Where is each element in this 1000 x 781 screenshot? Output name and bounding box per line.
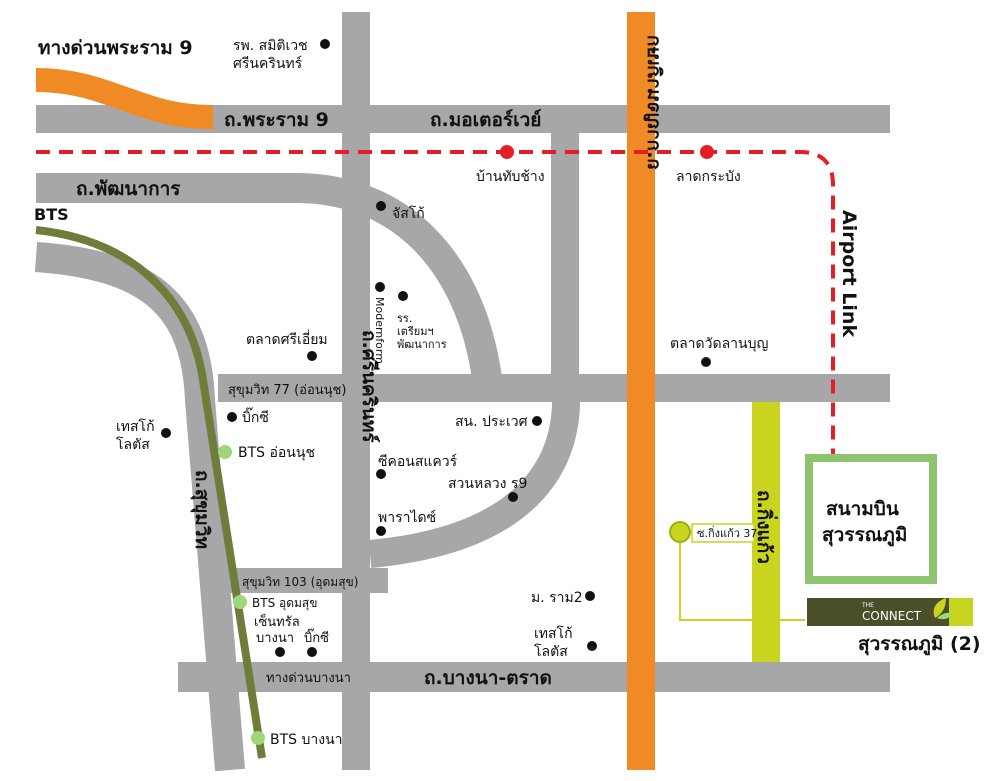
marker-suan-luang [508, 492, 518, 502]
label-samitivej-2: ศรีนครินทร์ [233, 55, 303, 72]
marker-tesco-2 [587, 641, 597, 651]
logo-text-main: CONNECT [862, 609, 922, 623]
label-school-2: เตรียมฯ [397, 325, 434, 338]
marker-seacon [376, 469, 386, 479]
road-phatthanakan-curve [299, 173, 502, 381]
marker-talat-wat-lan-bun [701, 357, 711, 367]
marker-modernform [375, 282, 385, 292]
station-ban-thap-chang [500, 145, 514, 159]
label-big-c-2: บิ๊กซี [304, 628, 329, 646]
road-kanchanaphisek [627, 12, 655, 770]
road-suan-luang-curve [368, 376, 581, 568]
marker-paradise [376, 526, 386, 536]
airport-box [805, 454, 937, 584]
marker-big-c-2 [307, 647, 317, 657]
label-school-1: รร. [397, 312, 412, 325]
label-tesco-1b: โลตัส [116, 436, 150, 453]
label-lat-krabang: ลาดกระบัง [676, 169, 741, 185]
place-markers [161, 39, 711, 657]
label-sukhumvit77: สุขุมวิท 77 (อ่อนนุช) [228, 383, 346, 398]
label-talat-wat-lan-bun: ตลาดวัดลานบุญ [670, 336, 768, 352]
label-bts-on-nut: BTS อ่อนนุช [238, 445, 315, 461]
road-king-kaeo [752, 402, 780, 662]
marker-tesco-1 [161, 428, 171, 438]
label-airport-1: สนามบิน [826, 498, 899, 520]
marker-soi-king-kaeo-37 [669, 521, 691, 543]
label-jusco: จัสโก้ [392, 205, 425, 222]
label-phatthanakan: ถ.พัฒนาการ [76, 178, 181, 200]
label-sukhumvit: ถ.สุขุมวิท [190, 470, 213, 549]
label-central-2: บางนา [256, 631, 294, 646]
label-tesco-2b: โลตัส [534, 643, 568, 660]
logo-light-block [949, 598, 973, 626]
label-soi-king-kaeo-37: ซ.กิ่งแก้ว 37 [697, 525, 757, 540]
label-sukhumvit103: สุขุมวิท 103 (อุดมสุข) [242, 575, 358, 590]
label-school-3: พัฒนาการ [397, 338, 447, 351]
marker-school [398, 291, 408, 301]
marker-big-c-1 [227, 412, 237, 422]
label-srinakarin: ถ.ศรีนครินทร์ [358, 330, 380, 443]
road-sukhumvit [34, 242, 245, 772]
label-bangna-expressway: ทางด่วนบางนา [266, 671, 351, 686]
label-rama9-road: ถ.พระราม 9 [224, 109, 329, 131]
label-king-kaeo: ถ.กิ่งแก้ว [753, 490, 778, 564]
label-bts-udom-suk: BTS อุดมสุข [252, 596, 317, 611]
road-bangna-trat [178, 662, 890, 692]
label-tesco-1: เทสโก้ [116, 418, 155, 435]
station-bts-bang-na [251, 731, 265, 745]
label-ban-thap-chang: บ้านทับช้าง [476, 169, 545, 185]
marker-jusco [376, 201, 386, 211]
label-modernform: Modernform [373, 297, 386, 364]
label-talat-sri-iam: ตลาดศรีเอี่ยม [246, 330, 328, 348]
label-kanchanaphisek: ถ.กาญจนาภิเษก [643, 35, 665, 170]
marker-samitivej [320, 39, 330, 49]
label-suan-luang: สวนหลวง ร9 [448, 476, 527, 492]
label-paradise: พาราไดซ์ [378, 509, 436, 526]
label-motorway: ถ.มอเตอร์เวย์ [430, 109, 541, 131]
rama9-expressway [35, 68, 214, 130]
marker-police [532, 416, 542, 426]
label-bts: BTS [34, 205, 69, 224]
label-airport-link: Airport Link [838, 210, 860, 337]
leaf-icon-2 [937, 612, 953, 620]
road-motorway-connector [551, 133, 579, 378]
station-lat-krabang [700, 145, 714, 159]
label-bts-bang-na: BTS บางนา [270, 732, 343, 748]
the-connect-logo: THE CONNECT [807, 598, 973, 626]
leaf-icon [933, 598, 946, 618]
label-samitivej: รพ. สมิติเวช [233, 38, 308, 54]
label-rama9-expressway: ทางด่วนพระราม 9 [38, 37, 193, 59]
logo-text-small: THE [861, 602, 874, 609]
soi-king-kaeo-37-route [679, 532, 805, 621]
marker-ram2 [585, 591, 595, 601]
label-seacon: ซีคอนสแควร์ [378, 453, 458, 470]
marker-central [275, 647, 285, 657]
label-airport-2: สุวรรณภูมิ [822, 524, 907, 547]
airport-link-line [36, 150, 835, 455]
label-tesco-2: เทสโก้ [534, 625, 573, 642]
label-project-name: สุวรรณภูมิ (2) [858, 633, 981, 656]
logo-mid-block [855, 598, 949, 626]
label-big-c-1: บิ๊กซี [242, 407, 269, 426]
label-bangna-trat: ถ.บางนา-ตราด [424, 667, 552, 689]
soi-king-kaeo-37-badge [691, 523, 755, 543]
label-police: สน. ประเวศ [455, 414, 528, 430]
station-bts-on-nut [218, 445, 232, 459]
logo-dark-block [807, 598, 855, 626]
road-sukhumvit103 [218, 568, 388, 593]
road-phatthanakan [36, 173, 301, 203]
bts-line [35, 226, 266, 759]
marker-talat-sri-iam [307, 351, 317, 361]
label-central-1: เซ็นทรัล [254, 612, 300, 630]
label-ram2: ม. ราม2 [531, 590, 583, 606]
station-bts-udom-suk [233, 595, 247, 609]
